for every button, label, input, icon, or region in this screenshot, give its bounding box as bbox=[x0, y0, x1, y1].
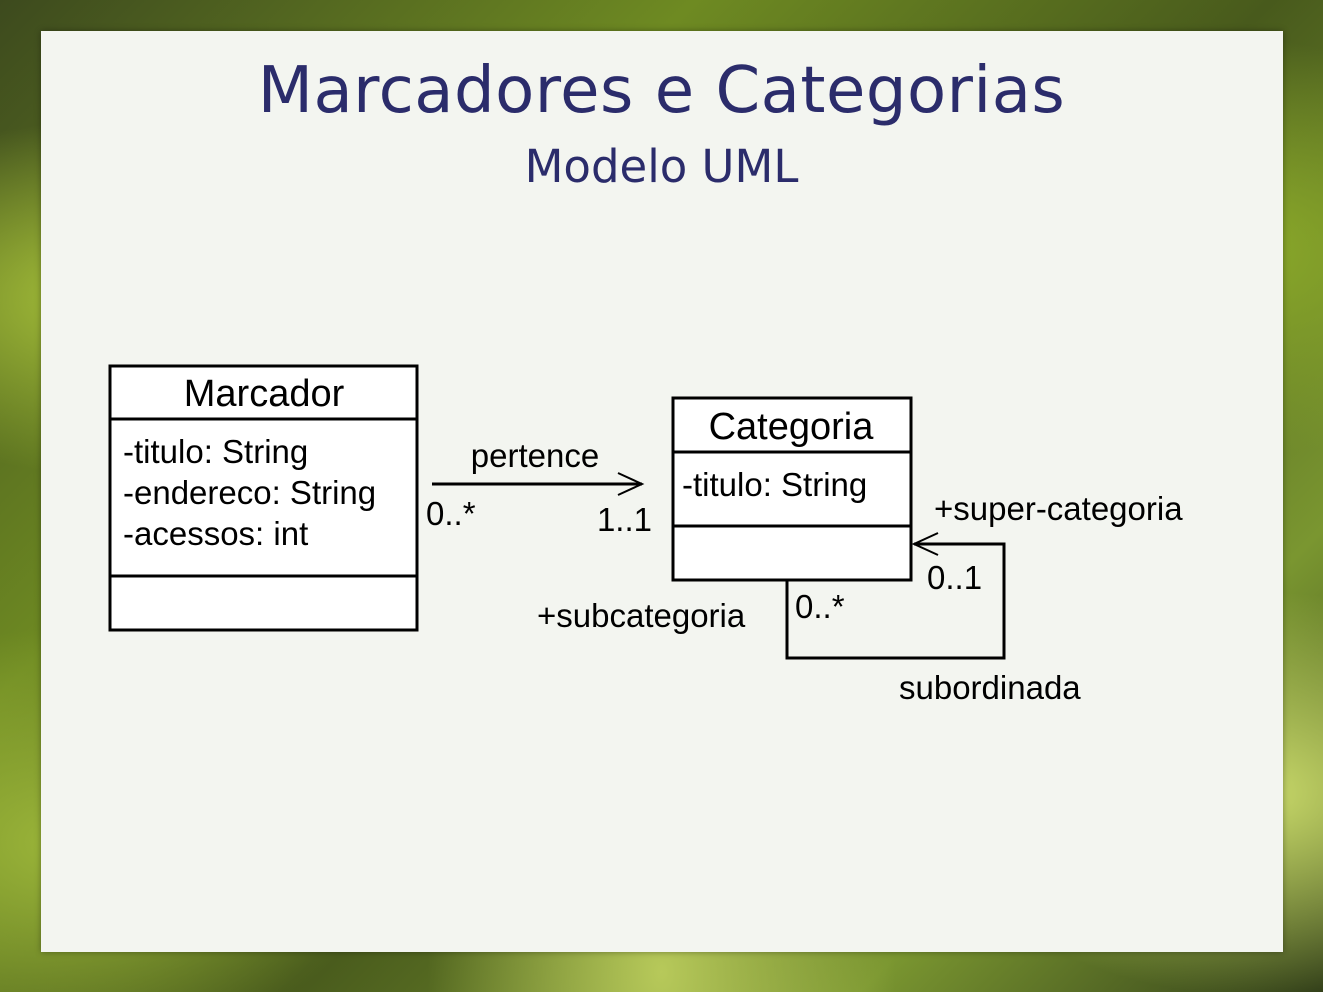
navigability-arrow-icon bbox=[911, 532, 939, 556]
association-subordinada-line bbox=[785, 542, 1006, 660]
association-subordinada-role-target: +super-categoria bbox=[934, 490, 1183, 527]
association-subordinada-role-source: +subcategoria bbox=[537, 597, 746, 634]
association-pertence: pertence 0..* 1..1 bbox=[426, 437, 652, 538]
slide-subtitle: Modelo UML bbox=[524, 140, 799, 193]
association-subordinada: +subcategoria 0..* +super-categoria 0..1… bbox=[537, 490, 1183, 706]
navigability-arrow-icon bbox=[617, 472, 645, 496]
class-categoria-attribute: -titulo: String bbox=[682, 466, 867, 503]
class-marcador-attribute: -endereco: String bbox=[123, 474, 376, 511]
class-marcador-box bbox=[108, 364, 419, 632]
class-marcador-attribute: -acessos: int bbox=[123, 515, 308, 552]
class-marcador-attribute: -titulo: String bbox=[123, 433, 308, 470]
class-marcador-name: Marcador bbox=[184, 373, 345, 415]
association-subordinada-source-multiplicity: 0..* bbox=[795, 588, 845, 625]
association-subordinada-target-multiplicity: 0..1 bbox=[927, 559, 982, 596]
class-categoria-name: Categoria bbox=[709, 406, 875, 448]
association-pertence-label: pertence bbox=[471, 437, 599, 474]
association-pertence-source-multiplicity: 0..* bbox=[426, 495, 476, 532]
slide-title: Marcadores e Categorias bbox=[257, 54, 1066, 128]
class-marcador: Marcador -titulo: String -endereco: Stri… bbox=[108, 364, 419, 632]
class-categoria-box bbox=[671, 396, 913, 582]
association-subordinada-label: subordinada bbox=[899, 669, 1081, 706]
association-pertence-target-multiplicity: 1..1 bbox=[597, 501, 652, 538]
class-categoria: Categoria -titulo: String bbox=[671, 396, 913, 582]
